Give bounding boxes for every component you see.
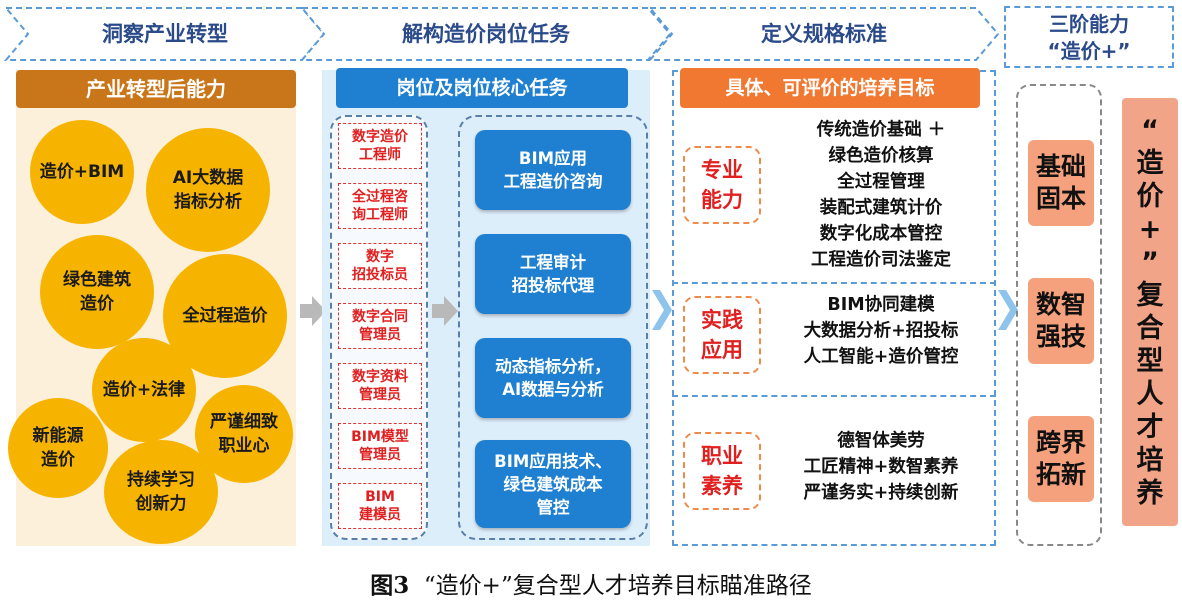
ability-circle: 造价+法律 xyxy=(92,338,196,442)
goal-item: 装配式建筑计价 xyxy=(819,198,943,218)
divider xyxy=(672,395,996,397)
banner-char: 培 xyxy=(1136,445,1164,476)
banner-char: 造 xyxy=(1136,148,1164,179)
arrow-right-icon xyxy=(300,296,326,326)
core-task-card: BIM应用 工程造价咨询 xyxy=(475,130,631,210)
banner-char: “ xyxy=(1141,115,1159,146)
goal-item: 传统造价基础 ＋ xyxy=(816,120,946,140)
header-three-abilities-line1: 三阶能力 xyxy=(1049,12,1129,36)
role-card: 数字合同 管理员 xyxy=(338,303,422,349)
ability-card: 基础 固本 xyxy=(1028,140,1094,226)
goal-item: 全过程管理 xyxy=(837,172,925,192)
goal-category-professional: 专业 能力 xyxy=(683,146,761,224)
goal-item: 人工智能+造价管控 xyxy=(803,347,959,367)
goal-list-literacy: 德智体美劳 工匠精神+数智素养 严谨务实+持续创新 xyxy=(770,428,992,506)
header-step-1-label: 洞察产业转型 xyxy=(102,22,228,46)
role-card: 数字 招投标员 xyxy=(338,243,422,289)
core-task-card: 动态指标分析， AI数据与分析 xyxy=(475,338,631,418)
figure-caption-text: “造价+”复合型人才培养目标瞄准路径 xyxy=(423,573,812,599)
goals-panel-title: 具体、可评价的培养目标 xyxy=(680,68,980,108)
header-step-2-label: 解构造价岗位任务 xyxy=(402,22,570,46)
ability-circle: AI大数据 指标分析 xyxy=(146,128,270,252)
goal-item: 严谨务实+持续创新 xyxy=(803,483,959,503)
banner-char: 价 xyxy=(1136,181,1164,212)
core-task-card: 工程审计 招投标代理 xyxy=(475,234,631,314)
goal-item: 数字化成本管控 xyxy=(819,224,943,244)
ability-circle: 持续学习 创新力 xyxy=(104,440,218,544)
chevron-shape-icon xyxy=(300,7,672,61)
ability-circle: 绿色建筑 造价 xyxy=(40,235,154,349)
figure-caption: 图3 “造价+”复合型人才培养目标瞄准路径 xyxy=(0,566,1182,600)
banner-char: 人 xyxy=(1136,379,1164,410)
banner-char: 养 xyxy=(1136,478,1164,509)
banner-char: 合 xyxy=(1136,313,1164,344)
goal-category-literacy: 职业 素养 xyxy=(683,432,761,510)
goal-item: 大数据分析+招投标 xyxy=(803,321,959,341)
goal-item: 绿色造价核算 xyxy=(828,146,934,166)
positions-panel-title: 岗位及岗位核心任务 xyxy=(336,68,628,108)
ability-circle: 新能源 造价 xyxy=(8,398,108,498)
banner-char: ” xyxy=(1141,247,1159,278)
goal-item: BIM协同建模 xyxy=(827,295,935,315)
goal-category-practice: 实践 应用 xyxy=(683,296,761,374)
banner-char: 才 xyxy=(1136,412,1164,443)
role-card: 数字资料 管理员 xyxy=(338,363,422,409)
ability-card: 跨界 拓新 xyxy=(1028,416,1094,502)
arrow-right-icon xyxy=(432,296,458,326)
composite-talent-banner: “ 造 价 + ” 复 合 型 人 才 培 养 xyxy=(1122,98,1178,526)
industry-panel-title: 产业转型后能力 xyxy=(16,70,296,108)
header-step-2: 解构造价岗位任务 xyxy=(300,6,672,62)
banner-char: 型 xyxy=(1136,346,1164,377)
chevron-right-icon xyxy=(652,290,672,330)
role-card: 数字造价 工程师 xyxy=(338,123,422,169)
tasks-group xyxy=(458,115,648,540)
divider xyxy=(672,282,996,284)
goal-list-practice: BIM协同建模 大数据分析+招投标 人工智能+造价管控 xyxy=(770,292,992,370)
header-three-abilities-line2: “造价+” xyxy=(1047,39,1131,63)
ability-card: 数智 强技 xyxy=(1028,278,1094,364)
goal-list-professional: 传统造价基础 ＋ 绿色造价核算 全过程管理 装配式建筑计价 数字化成本管控 工程… xyxy=(770,117,992,273)
role-card: BIM模型 管理员 xyxy=(338,423,422,469)
figure-number: 图3 xyxy=(370,572,410,599)
ability-circle: 造价+BIM xyxy=(30,120,134,224)
header-step-3: 定义规格标准 xyxy=(648,6,1000,62)
core-task-card: BIM应用技术、 绿色建筑成本 管控 xyxy=(475,440,631,528)
goal-item: 德智体美劳 xyxy=(837,431,925,451)
chevron-shape-icon xyxy=(648,7,1000,61)
goal-item: 工匠精神+数智素养 xyxy=(803,457,959,477)
header-step-3-label: 定义规格标准 xyxy=(761,22,887,46)
chevron-right-icon xyxy=(998,290,1018,330)
header-step-1: 洞察产业转型 xyxy=(4,6,326,62)
three-abilities-panel xyxy=(1016,84,1102,546)
role-card: BIM 建模员 xyxy=(338,483,422,529)
role-card: 全过程咨 询工程师 xyxy=(338,183,422,229)
banner-char: 复 xyxy=(1136,280,1164,311)
banner-char: + xyxy=(1138,214,1162,245)
header-three-abilities: 三阶能力 “造价+” xyxy=(1004,6,1174,68)
goal-item: 工程造价司法鉴定 xyxy=(811,250,951,270)
